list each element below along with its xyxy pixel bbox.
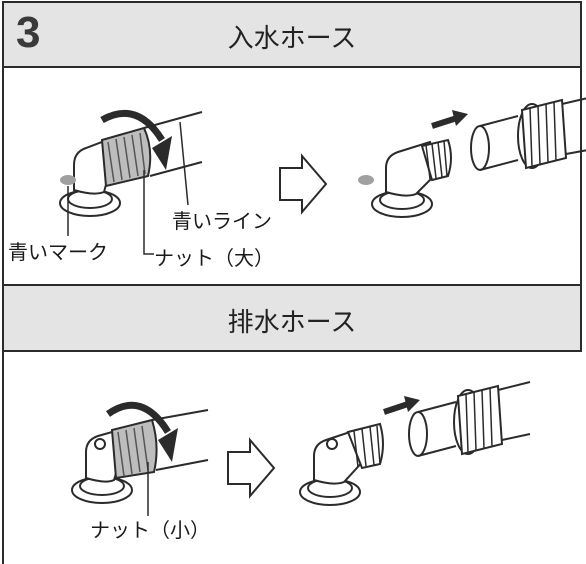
next-arrow — [279, 153, 328, 215]
drain-title: 排水ホース — [227, 308, 357, 338]
step-number: 3 — [16, 8, 41, 57]
nut-leader — [143, 170, 154, 255]
blue-line-leader — [179, 121, 189, 206]
nut-small-label: ナット（小） — [90, 518, 210, 542]
left-border — [2, 66, 4, 286]
nut-large-label: ナット（大） — [154, 246, 274, 270]
rotate-arrow — [100, 109, 165, 142]
right-border — [580, 66, 582, 286]
blue-mark — [60, 175, 76, 185]
nut-large — [100, 126, 152, 188]
inlet-title: 入水ホース — [227, 24, 357, 54]
drain-rotate-arrow — [105, 401, 171, 434]
drain-next-arrow — [227, 437, 276, 499]
drain-header: 排水ホース — [2, 284, 582, 352]
inlet-header: 3 入水ホース — [2, 1, 582, 68]
nut-small — [110, 418, 158, 480]
left-border-lower — [2, 350, 4, 564]
blue-mark-label: 青いマーク — [8, 240, 108, 264]
blue-line-label: 青いライン — [172, 209, 272, 233]
